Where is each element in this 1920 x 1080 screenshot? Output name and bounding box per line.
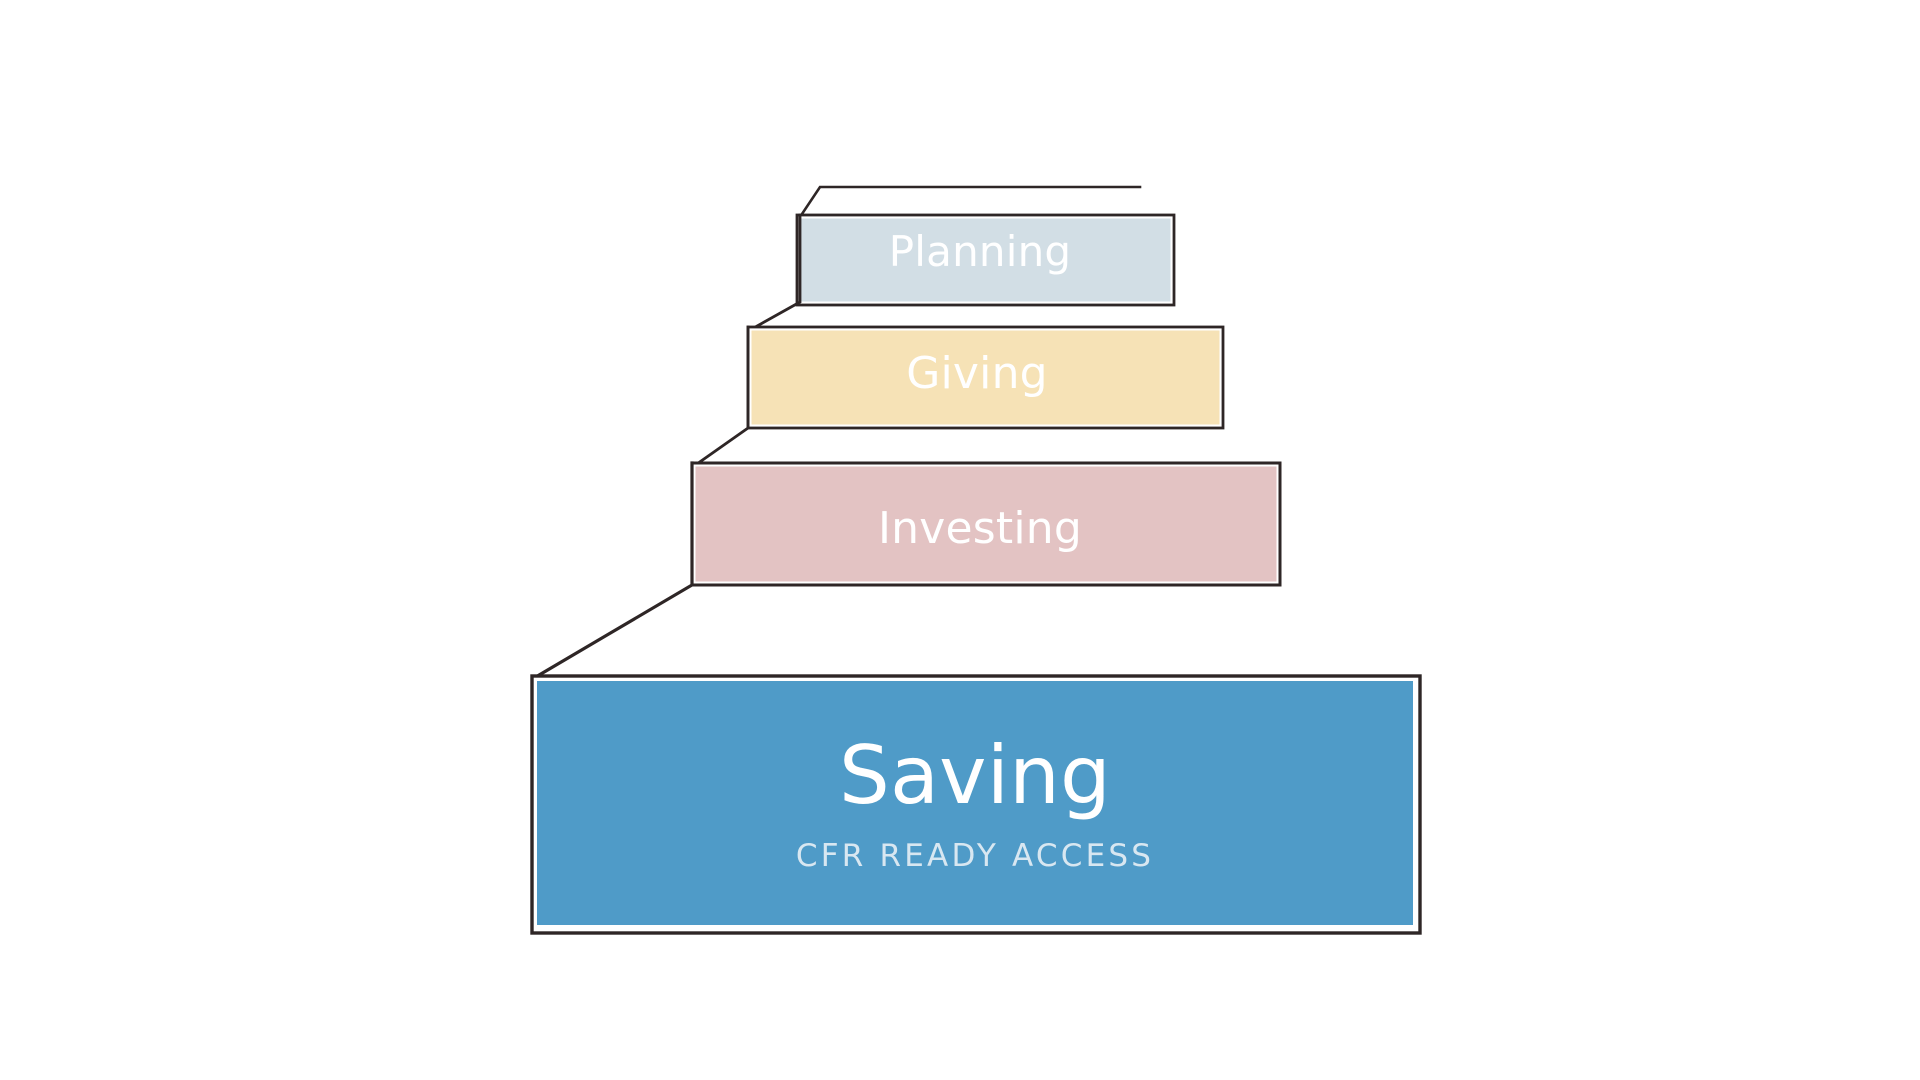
step-giving[interactable] (746, 213, 1225, 430)
investing-riser-edge (692, 325, 750, 468)
step-planning[interactable] (795, 185, 1176, 307)
planning-fill (800, 218, 1171, 302)
step-investing[interactable] (690, 325, 1282, 587)
giving-fill (751, 330, 1220, 425)
investing-fill (695, 466, 1277, 582)
giving-riser-edge (748, 213, 802, 332)
step-saving[interactable] (530, 461, 1422, 935)
saving-riser-edge (531, 461, 694, 681)
saving-fill (537, 681, 1413, 925)
planning-top-face (798, 185, 1142, 219)
